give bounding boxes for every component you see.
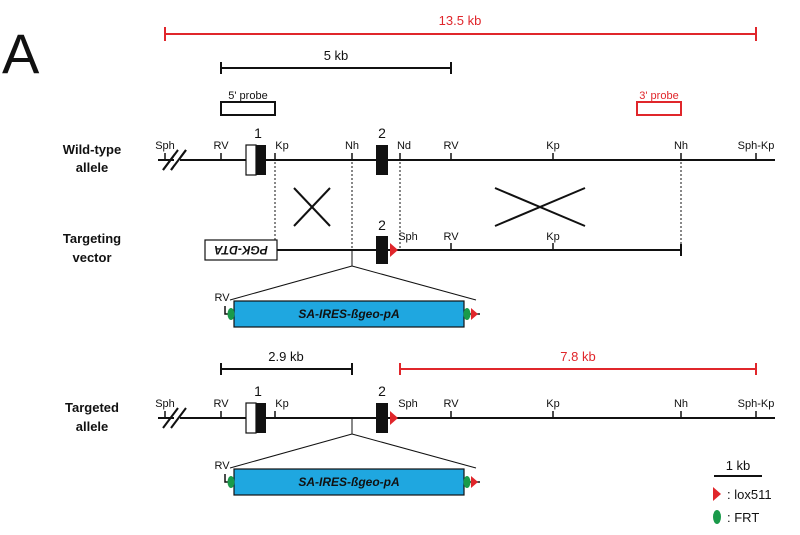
ta-title-line2: allele xyxy=(76,419,109,434)
wt-title-line2: allele xyxy=(76,160,109,175)
scale-label-13-5kb: 13.5 kb xyxy=(439,13,482,28)
tv-ticks xyxy=(450,243,554,250)
wt-exon1-number: 1 xyxy=(254,125,262,141)
legend-frt-label: : FRT xyxy=(727,510,759,525)
wt-title-line1: Wild-type xyxy=(63,142,121,157)
ta-site-sph2: Sph xyxy=(398,398,418,410)
scale-label-2-9kb: 2.9 kb xyxy=(268,349,303,364)
wt-site-kp: Kp xyxy=(275,140,288,152)
legend-lox511-icon xyxy=(713,487,721,501)
ta-lox511 xyxy=(390,411,398,425)
wt-site-sph: Sph xyxy=(155,140,175,152)
ta-break-mark xyxy=(162,407,187,429)
tv-cassette-box xyxy=(233,300,465,328)
wt-ticks xyxy=(164,153,757,160)
tv-site-rv: RV xyxy=(443,231,459,243)
legend-frt-icon xyxy=(713,510,721,524)
probe-3-label: 3' probe xyxy=(639,90,678,102)
ta-cassette-lox511 xyxy=(471,476,478,488)
wt-break-mark xyxy=(162,149,187,171)
wt-site-nh: Nh xyxy=(345,140,359,152)
scale-bar-13-5kb xyxy=(164,27,757,41)
ta-site-rv2: RV xyxy=(443,398,459,410)
ta-exon1-number: 1 xyxy=(254,383,262,399)
ta-site-sph-kp: Sph-Kp xyxy=(738,398,775,410)
ta-site-nh: Nh xyxy=(674,398,688,410)
legend-lox511-label: : lox511 xyxy=(727,487,772,502)
tv-lox511 xyxy=(390,243,398,257)
ta-exon2-number: 2 xyxy=(378,383,386,399)
wt-site-kp2: Kp xyxy=(546,140,559,152)
wt-site-sph-kp: Sph-Kp xyxy=(738,140,775,152)
ta-site-kp: Kp xyxy=(275,398,288,410)
scale-label-7-8kb: 7.8 kb xyxy=(560,349,595,364)
wt-exon1-utr xyxy=(245,144,257,176)
scale-bar-7-8kb xyxy=(399,363,757,375)
tv-exon2 xyxy=(376,236,388,264)
scale-bar-2-9kb xyxy=(220,363,353,375)
wt-site-nh2: Nh xyxy=(674,140,688,152)
crossover-right xyxy=(494,187,586,227)
wt-exon1-coding xyxy=(256,145,266,175)
tv-zoom-lines xyxy=(229,250,477,301)
ta-exon1-utr xyxy=(245,402,257,434)
ta-exon2 xyxy=(376,403,388,433)
tv-exon2-number: 2 xyxy=(378,217,386,233)
wt-site-nd: Nd xyxy=(397,140,411,152)
crossover-left xyxy=(293,187,331,227)
tv-title-line2: vector xyxy=(72,250,111,265)
ta-cassette-rv: RV xyxy=(214,460,230,472)
ta-site-kp2: Kp xyxy=(546,398,559,410)
legend-scale-label: 1 kb xyxy=(726,458,751,473)
ta-title-line1: Targeted xyxy=(65,400,119,415)
ta-zoom-lines xyxy=(229,418,477,469)
wt-site-rv2: RV xyxy=(443,140,459,152)
tv-site-kp: Kp xyxy=(546,231,559,243)
tv-frt-left xyxy=(227,308,235,320)
ta-ticks xyxy=(164,411,757,418)
homology-guides xyxy=(274,162,682,250)
tv-cassette-label: SA-IRES-ßgeo-pA xyxy=(298,307,399,321)
ta-site-rv: RV xyxy=(213,398,229,410)
ta-break-gap xyxy=(174,408,180,428)
ta-frt-left xyxy=(227,476,235,488)
wt-site-rv: RV xyxy=(213,140,229,152)
ta-cassette-label: SA-IRES-ßgeo-pA xyxy=(298,475,399,489)
scale-bar-5kb xyxy=(220,62,452,74)
ta-site-sph: Sph xyxy=(155,398,175,410)
panel-label: A xyxy=(2,22,40,85)
ta-exon1-coding xyxy=(256,403,266,433)
tv-site-sph: Sph xyxy=(398,231,418,243)
ta-frt-right xyxy=(463,476,471,488)
tv-title-line1: Targeting xyxy=(63,231,121,246)
probe-3-box xyxy=(636,101,682,116)
tv-cassette-rv: RV xyxy=(214,292,230,304)
probe-5-box xyxy=(220,101,276,116)
wt-exon2-number: 2 xyxy=(378,125,386,141)
tv-frt-right xyxy=(463,308,471,320)
wt-exon2 xyxy=(376,145,388,175)
probe-5-label: 5' probe xyxy=(228,90,267,102)
tv-cassette-lox511 xyxy=(471,308,478,320)
wt-break-gap xyxy=(174,150,180,170)
scale-label-5kb: 5 kb xyxy=(324,48,349,63)
ta-cassette-box xyxy=(233,468,465,496)
pgk-dta-label: PGK-DTA xyxy=(214,243,268,257)
